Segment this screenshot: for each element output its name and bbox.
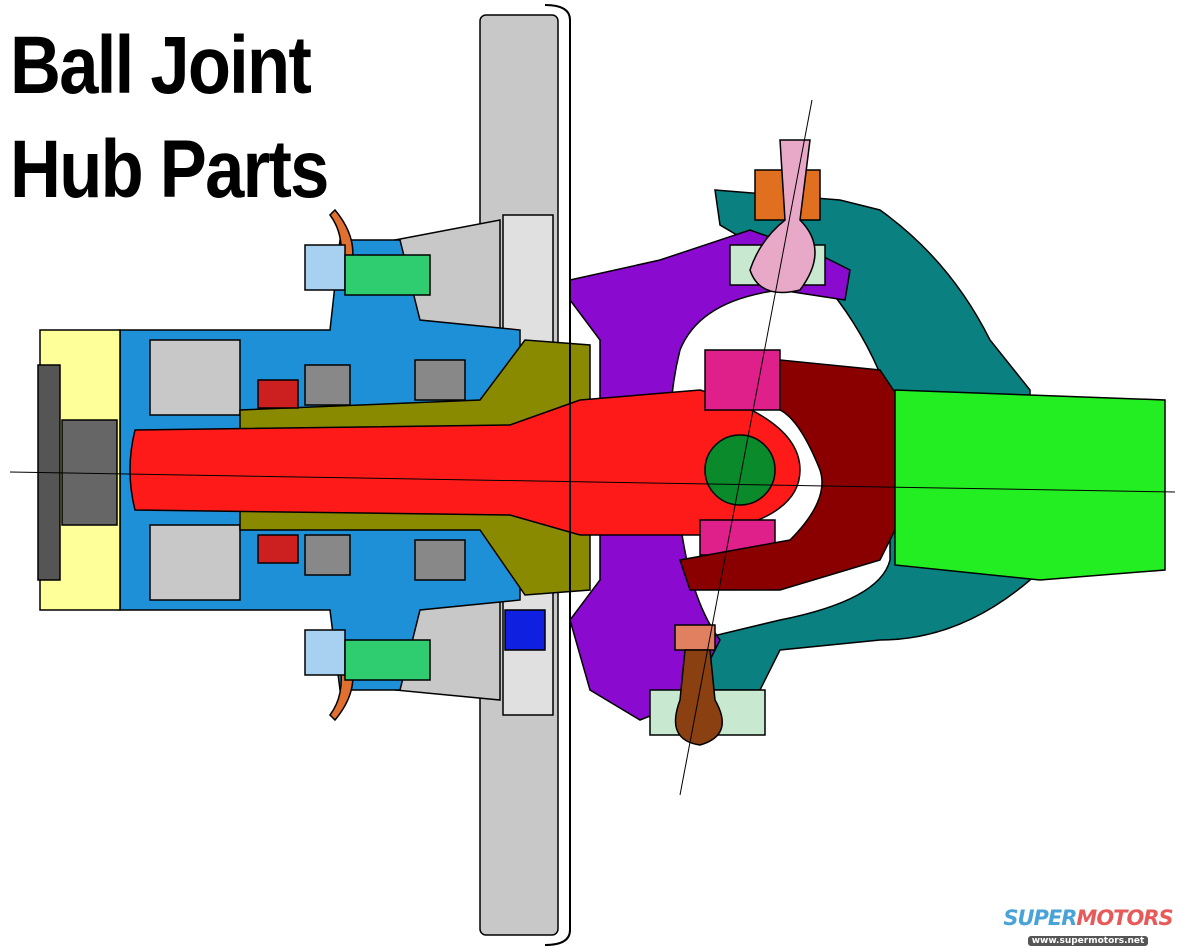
lock-ring-lower — [149, 524, 241, 601]
locknut-upper — [257, 379, 299, 409]
lower-ball-joint-nut — [674, 624, 716, 651]
axle-centerline — [9, 471, 1176, 493]
watermark-url: www.supermotors.net — [1027, 936, 1149, 946]
u-joint-cap — [704, 349, 781, 411]
u-joint-center — [704, 434, 776, 506]
upper-ball-stud — [749, 139, 816, 294]
watermark-brand-2: MOTORS — [1076, 906, 1173, 930]
title-line-2: Hub Parts — [10, 124, 329, 215]
outer-bearing-upper — [304, 364, 351, 406]
inner-bearing-upper — [414, 359, 466, 401]
inner-bearing-lower — [414, 539, 466, 581]
caliper-bolt — [504, 609, 546, 651]
lock-ring-upper — [149, 339, 241, 416]
kingpin-axis — [679, 99, 813, 796]
outer-bearing-lower — [304, 534, 351, 576]
wheel-stud-upper — [304, 208, 431, 296]
watermark-brand-1: SUPER — [1003, 906, 1077, 930]
locknut-lower — [257, 534, 299, 564]
hub-lock-center — [61, 419, 118, 526]
watermark-logo: SUPERMOTORS www.supermotors.net — [1000, 908, 1176, 947]
wheel-stud-lower — [304, 629, 431, 722]
brake-dust-shield — [544, 4, 571, 946]
title-line-1: Ball Joint — [10, 20, 312, 111]
axle-shaft-outer — [894, 389, 1166, 581]
diagram-title: Ball Joint Hub Parts — [10, 14, 329, 222]
